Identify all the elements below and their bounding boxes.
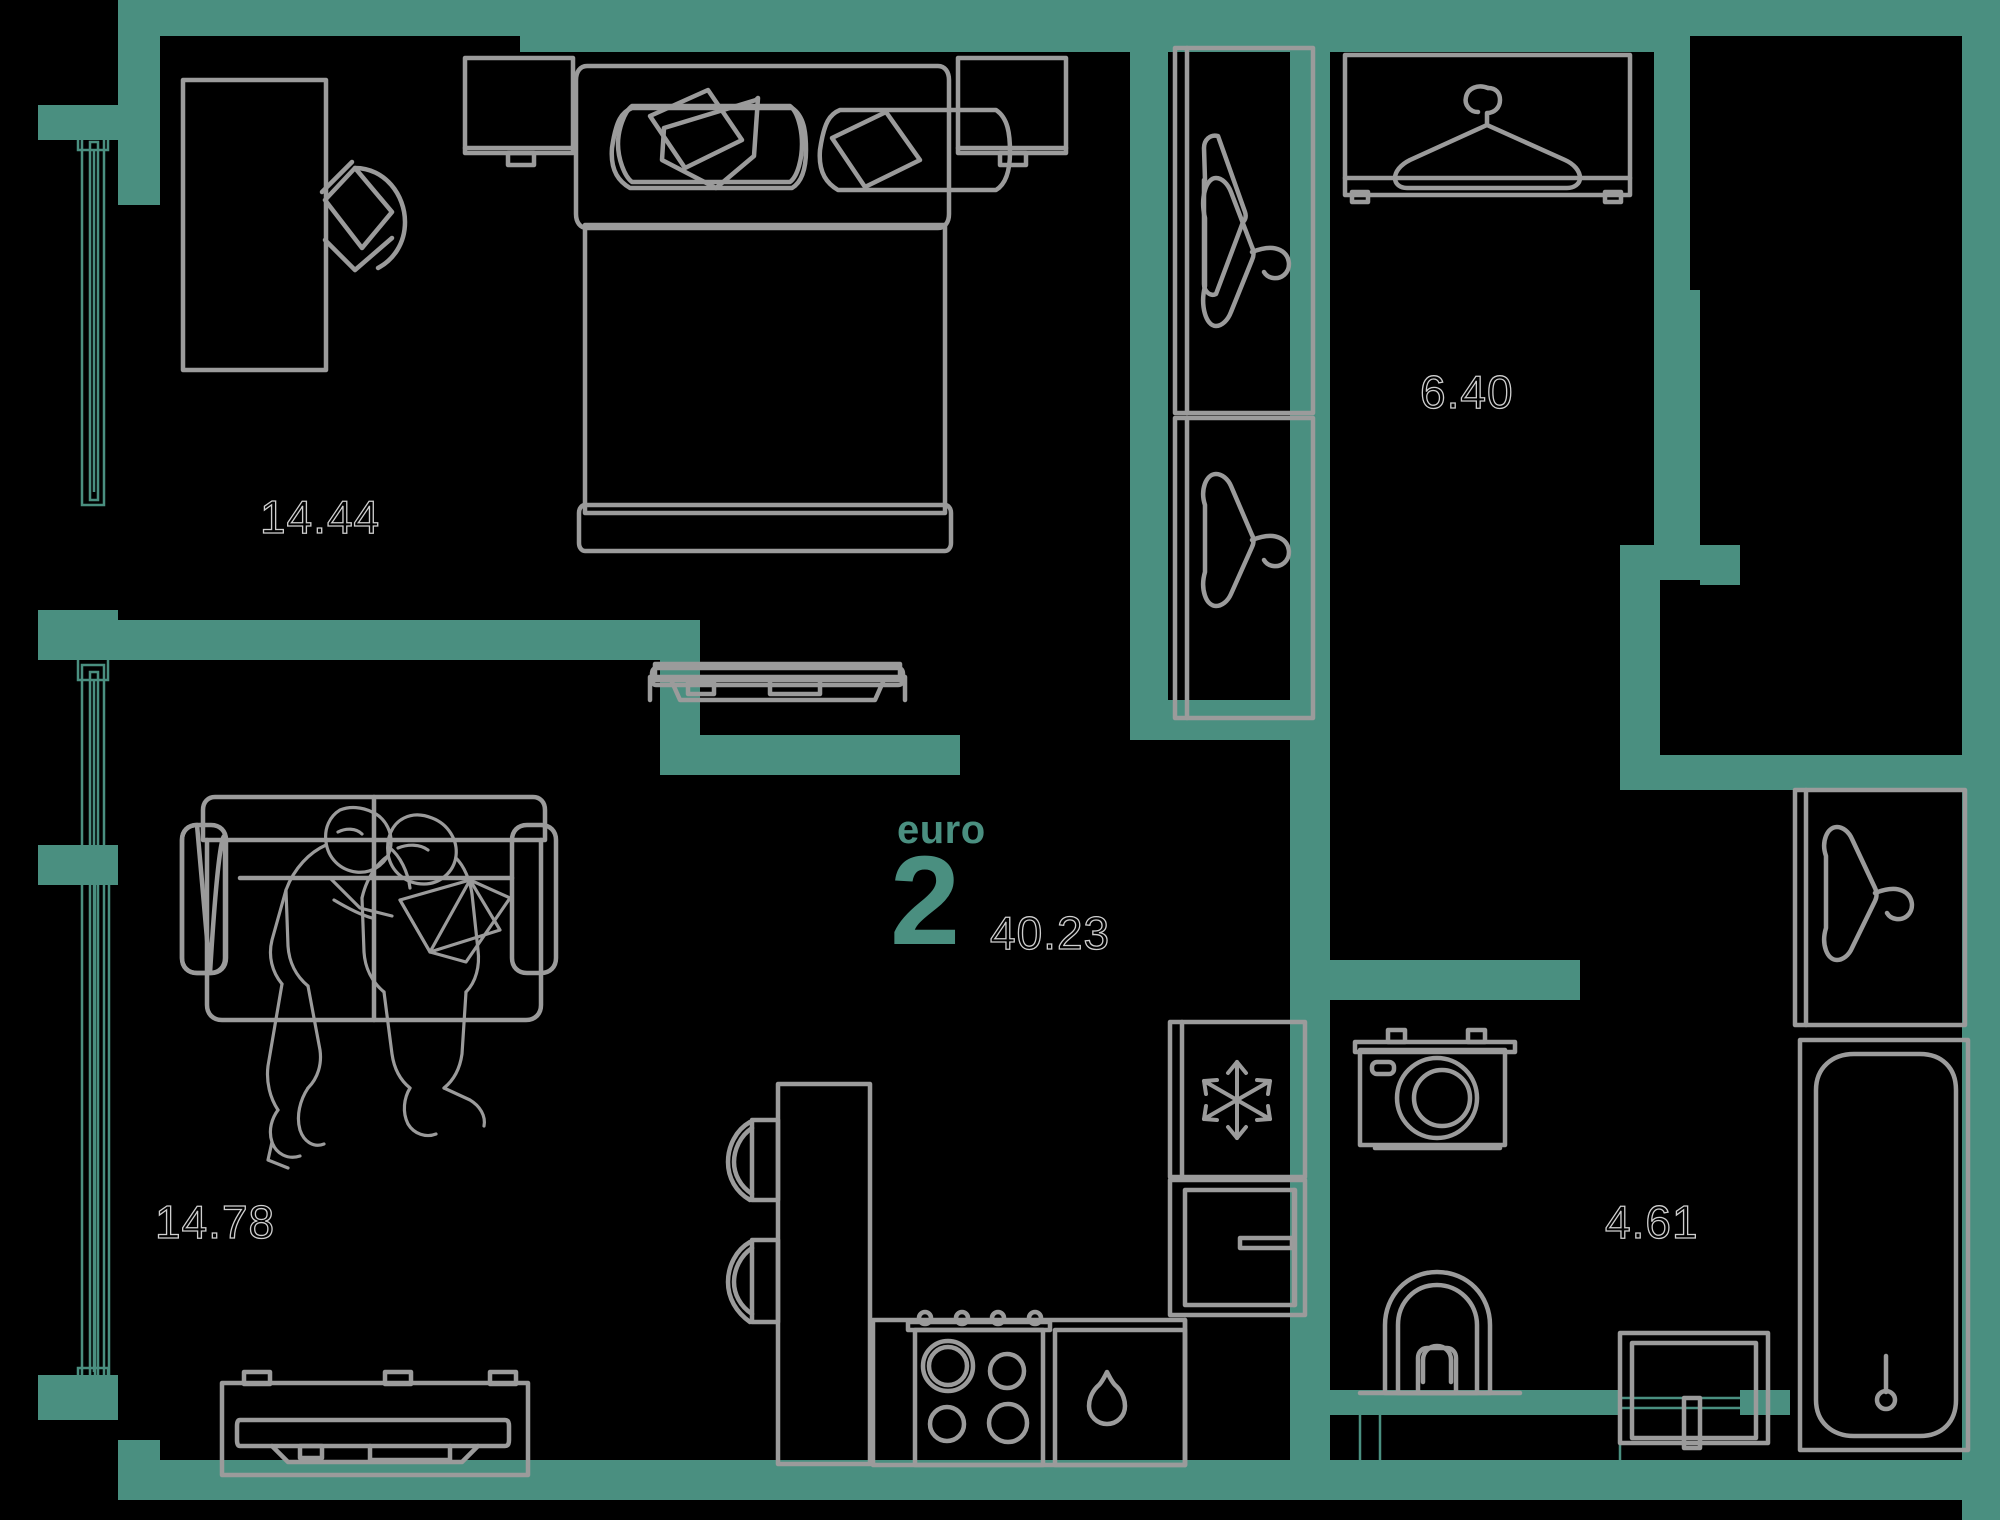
window-bedroom xyxy=(76,126,110,507)
kitchen-sink xyxy=(1052,1327,1188,1468)
furniture xyxy=(179,45,1971,1478)
toilet xyxy=(1357,1269,1523,1396)
bathroom-sink xyxy=(1617,1330,1771,1451)
desk xyxy=(180,77,329,373)
badge-euro-label: euro xyxy=(897,808,986,852)
room-area-bedroom: 14.44 xyxy=(259,490,381,543)
washing-machine xyxy=(1352,1027,1518,1151)
refrigerator xyxy=(1167,1019,1308,1180)
cooktop xyxy=(905,1309,1053,1468)
double-bed xyxy=(573,63,954,554)
bedroom-tv-console xyxy=(647,661,908,703)
room-area-hallway: 6.40 xyxy=(1419,365,1514,418)
kitchen-cabinet xyxy=(1167,1177,1308,1318)
bathtub xyxy=(1797,1037,1971,1453)
badge-total-area: 40.23 xyxy=(989,906,1111,959)
bed-pillows xyxy=(609,87,1013,193)
two-people-with-laptop xyxy=(265,805,512,1170)
hallway-wardrobe xyxy=(1342,52,1633,205)
room-area-living-room: 14.78 xyxy=(154,1195,276,1248)
dining-chairs xyxy=(725,1117,781,1325)
dining-table xyxy=(775,1081,873,1467)
badge-room-count: 2 xyxy=(890,830,961,971)
wardrobe-lower xyxy=(1172,415,1316,721)
kitchen-counter xyxy=(870,1317,1188,1468)
room-area-bathroom: 4.61 xyxy=(1604,1195,1699,1248)
living-room-tv-console xyxy=(219,1369,531,1478)
wardrobe-upper xyxy=(1172,45,1316,416)
nightstand-left xyxy=(462,55,576,168)
walls xyxy=(38,0,2000,1520)
hall-wardrobe-right xyxy=(1792,787,1968,1028)
apartment-type-badge: euro 2 40.23 xyxy=(880,808,1200,988)
sofa xyxy=(179,794,559,1023)
desk-chair xyxy=(319,159,408,273)
window-living-room xyxy=(76,656,111,1392)
snowflake-icon xyxy=(1202,1060,1272,1140)
